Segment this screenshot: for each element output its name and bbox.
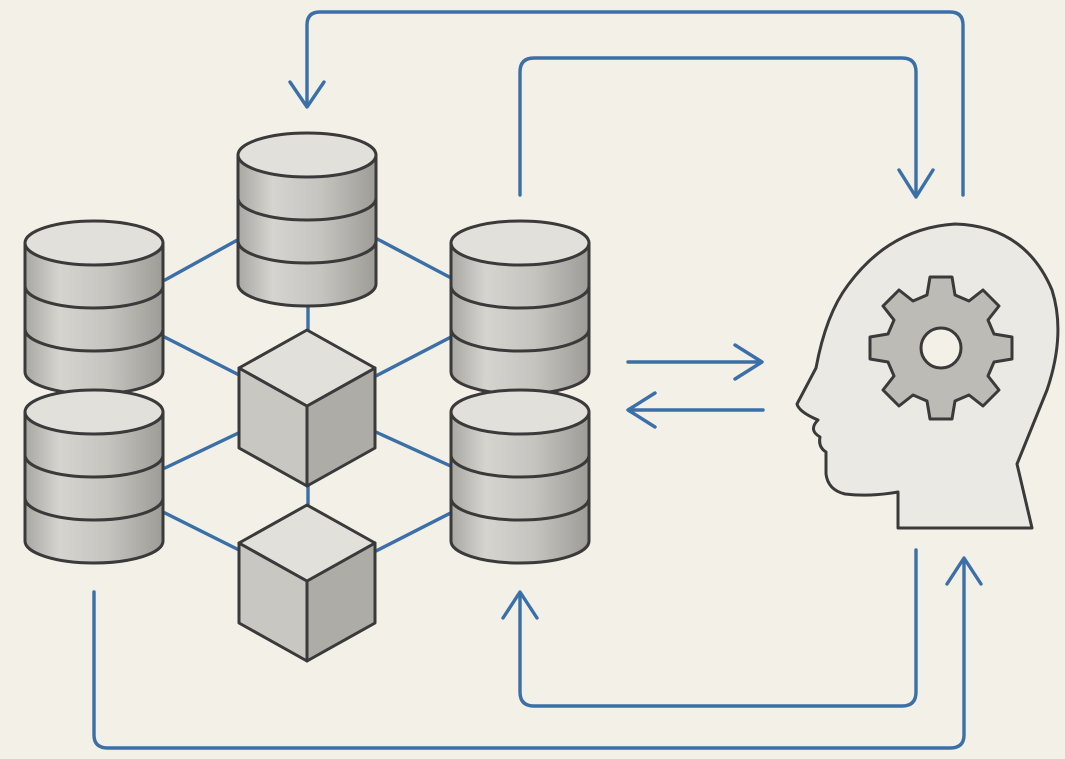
cylinder-band xyxy=(23,497,165,522)
cylinder-body xyxy=(236,153,378,308)
arrow-left-db-to-head xyxy=(92,558,966,750)
cylinder-band xyxy=(449,328,591,353)
cylinder-band xyxy=(449,454,591,479)
cylinder-body xyxy=(449,410,591,565)
arrow-head-to-center-db xyxy=(305,10,965,197)
cube-lower-icon xyxy=(237,503,377,663)
cylinder-band xyxy=(236,240,378,265)
database-center-top-icon xyxy=(236,131,378,308)
flow-arrows xyxy=(92,10,983,750)
database-right-bottom-icon xyxy=(449,388,591,565)
cylinder-body xyxy=(23,410,165,565)
cylinder-band xyxy=(449,497,591,522)
database-left-top-icon xyxy=(23,219,165,396)
cylinder-top xyxy=(23,388,165,436)
cylinder-band xyxy=(23,328,165,353)
cylinder-band xyxy=(236,197,378,222)
cylinder-top xyxy=(236,131,378,179)
cylinder-top xyxy=(449,388,591,436)
cube-upper-icon xyxy=(237,328,377,488)
arrow-right-db-to-head xyxy=(518,56,918,197)
cylinder-band xyxy=(449,285,591,310)
cylinder-band xyxy=(23,454,165,479)
cylinder-band xyxy=(23,285,165,310)
database-right-top-icon xyxy=(449,219,591,396)
head-with-gear-icon xyxy=(795,222,1060,530)
database-left-bottom-icon xyxy=(23,388,165,565)
cube-top-face xyxy=(237,503,377,583)
cylinder-top xyxy=(449,219,591,267)
cube-top-face xyxy=(237,328,377,408)
arrow-head-to-right-bottom-db xyxy=(518,548,918,708)
cylinder-top xyxy=(23,219,165,267)
